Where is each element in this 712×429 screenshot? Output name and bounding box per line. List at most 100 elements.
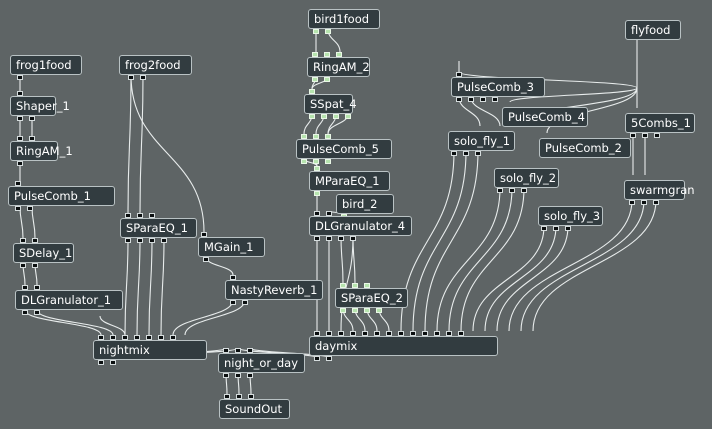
outlet-port[interactable] [34, 310, 40, 315]
inlet-port[interactable] [34, 285, 40, 290]
node-frog2food[interactable]: frog2food [119, 55, 192, 75]
node-ringam-1[interactable]: RingAM_1 [10, 141, 73, 161]
outlet-port[interactable] [456, 97, 462, 102]
outlet-port[interactable] [654, 133, 660, 138]
node-pulsecomb-1[interactable]: PulseComb_1 [8, 186, 115, 206]
inlet-port[interactable] [17, 91, 23, 96]
outlet-port[interactable] [203, 257, 209, 262]
outlet-port[interactable] [247, 373, 253, 378]
inlet-port[interactable] [313, 134, 319, 139]
inlet-port[interactable] [458, 331, 464, 336]
inlet-port[interactable] [386, 331, 392, 336]
outlet-port[interactable] [32, 263, 38, 268]
inlet-port[interactable] [362, 331, 368, 336]
node-soundout[interactable]: SoundOut [219, 399, 290, 419]
outlet-port[interactable] [325, 29, 331, 34]
outlet-port[interactable] [463, 151, 469, 156]
node-bird1food[interactable]: bird1food [308, 9, 380, 29]
inlet-port[interactable] [122, 335, 128, 340]
outlet-port[interactable] [629, 200, 635, 205]
outlet-port[interactable] [161, 238, 167, 243]
outlet-port[interactable] [480, 97, 486, 102]
outlet-port[interactable] [553, 226, 559, 231]
outlet-port[interactable] [324, 77, 330, 82]
inlet-port[interactable] [248, 394, 254, 399]
inlet-port[interactable] [170, 335, 176, 340]
inlet-port[interactable] [374, 331, 380, 336]
outlet-port[interactable] [641, 200, 647, 205]
inlet-port[interactable] [223, 348, 229, 353]
outlet-port[interactable] [321, 114, 327, 119]
node-ringam-2[interactable]: RingAM_2 [307, 57, 370, 77]
node-sparaeq-2[interactable]: SParaEQ_2 [335, 288, 408, 308]
inlet-port[interactable] [326, 211, 332, 216]
inlet-port[interactable] [325, 134, 331, 139]
outlet-port[interactable] [338, 236, 344, 241]
node-sspat-4[interactable]: SSpat_4 [304, 94, 357, 114]
outlet-port[interactable] [27, 206, 33, 211]
inlet-port[interactable] [301, 134, 307, 139]
outlet-port[interactable] [313, 159, 319, 164]
outlet-port[interactable] [17, 75, 23, 80]
node-pulsecomb-4[interactable]: PulseComb_4 [502, 107, 588, 127]
node-dlgranulator-1[interactable]: DLGranulator_1 [15, 290, 123, 310]
inlet-port[interactable] [29, 136, 35, 141]
node-bird-2[interactable]: bird_2 [336, 194, 394, 214]
inlet-port[interactable] [134, 335, 140, 340]
inlet-port[interactable] [158, 335, 164, 340]
node-solo-fly-2[interactable]: solo_fly_2 [494, 168, 559, 188]
outlet-port[interactable] [521, 188, 527, 193]
outlet-port[interactable] [22, 310, 28, 315]
outlet-port[interactable] [451, 151, 457, 156]
outlet-port[interactable] [235, 373, 241, 378]
inlet-port[interactable] [336, 52, 342, 57]
inlet-port[interactable] [22, 285, 28, 290]
node-flyfood[interactable]: flyfood [625, 20, 681, 40]
node-nightmix[interactable]: nightmix [93, 340, 207, 360]
node-swarmgran[interactable]: swarmgran [624, 180, 695, 200]
inlet-port[interactable] [446, 331, 452, 336]
node-pulsecomb-5[interactable]: PulseComb_5 [296, 139, 392, 159]
outlet-port[interactable] [352, 308, 358, 313]
outlet-port[interactable] [509, 188, 515, 193]
inlet-port[interactable] [17, 136, 23, 141]
inlet-port[interactable] [398, 331, 404, 336]
outlet-port[interactable] [301, 159, 307, 164]
node-mparaeq-1[interactable]: MParaEQ_1 [309, 171, 390, 191]
inlet-port[interactable] [149, 213, 155, 218]
inlet-port[interactable] [98, 335, 104, 340]
outlet-port[interactable] [630, 133, 636, 138]
node-dlgranulator-4[interactable]: DLGranulator_4 [309, 216, 412, 236]
inlet-port[interactable] [350, 331, 356, 336]
inlet-port[interactable] [410, 331, 416, 336]
outlet-port[interactable] [541, 226, 547, 231]
inlet-port[interactable] [326, 331, 332, 336]
node-night-or-day[interactable]: night_or_day [218, 353, 305, 373]
inlet-port[interactable] [309, 89, 315, 94]
inlet-port[interactable] [312, 52, 318, 57]
inlet-port[interactable] [247, 348, 253, 353]
node-frog1food[interactable]: frog1food [10, 55, 82, 75]
outlet-port[interactable] [475, 151, 481, 156]
inlet-port[interactable] [434, 331, 440, 336]
outlet-port[interactable] [242, 300, 248, 305]
inlet-port[interactable] [352, 283, 358, 288]
inlet-port[interactable] [338, 331, 344, 336]
node-5combs-1[interactable]: 5Combs_1 [625, 113, 695, 133]
inlet-port[interactable] [15, 181, 21, 186]
outlet-port[interactable] [29, 116, 35, 121]
inlet-port[interactable] [230, 275, 236, 280]
outlet-port[interactable] [223, 373, 229, 378]
node-sparaeq-1[interactable]: SParaEQ_1 [120, 218, 197, 238]
outlet-port[interactable] [468, 97, 474, 102]
node-pulsecomb-3[interactable]: PulseComb_3 [451, 77, 545, 97]
outlet-port[interactable] [364, 308, 370, 313]
inlet-port[interactable] [146, 335, 152, 340]
inlet-port[interactable] [314, 211, 320, 216]
outlet-port[interactable] [326, 356, 332, 361]
outlet-port[interactable] [345, 114, 351, 119]
outlet-port[interactable] [140, 75, 146, 80]
outlet-port[interactable] [20, 263, 26, 268]
inlet-port[interactable] [314, 166, 320, 171]
inlet-port[interactable] [32, 238, 38, 243]
